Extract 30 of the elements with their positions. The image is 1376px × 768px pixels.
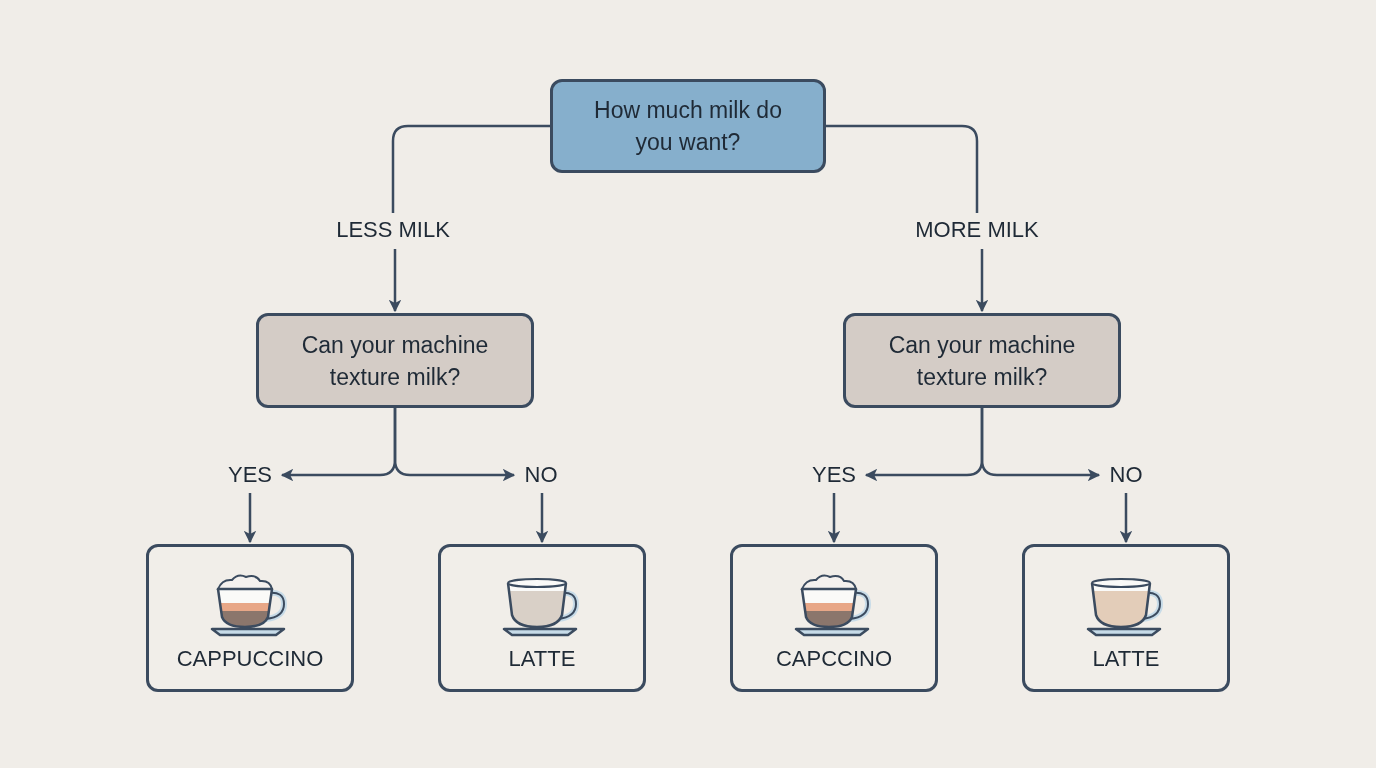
arrow xyxy=(980,408,1101,482)
drink-name: CAPCCINO xyxy=(775,645,893,673)
branch-label: MORE MILK xyxy=(915,216,1039,244)
drink-name: CAPPUCCINO xyxy=(176,645,324,673)
branch-label: NO xyxy=(1109,461,1143,489)
arrow xyxy=(388,249,402,313)
question-box xyxy=(256,313,534,408)
result-box xyxy=(438,544,646,692)
arrow xyxy=(243,493,257,544)
question-text: How much milk do you want? xyxy=(593,96,783,157)
question-text: Can your machine texture milk? xyxy=(887,330,1077,392)
arrow xyxy=(975,249,989,313)
branch-label: LESS MILK xyxy=(336,216,450,244)
result-box xyxy=(146,544,354,692)
result-box xyxy=(730,544,938,692)
connector-line xyxy=(826,124,979,213)
arrow xyxy=(827,493,841,544)
result-box xyxy=(1022,544,1230,692)
branch-label: YES xyxy=(812,461,856,489)
branch-label: NO xyxy=(524,461,558,489)
connector-line xyxy=(391,124,550,213)
question-box xyxy=(843,313,1121,408)
question-box xyxy=(550,79,826,173)
arrow xyxy=(393,408,516,482)
drink-name: LATTE xyxy=(1092,645,1160,673)
arrow xyxy=(1119,493,1133,544)
branch-label: YES xyxy=(228,461,272,489)
drink-name: LATTE xyxy=(508,645,576,673)
arrow xyxy=(535,493,549,544)
question-text: Can your machine texture milk? xyxy=(300,330,490,392)
